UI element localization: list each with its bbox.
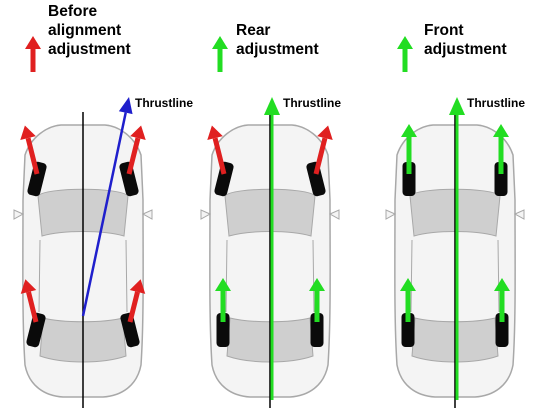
before-front-left-arrow-shaft — [25, 137, 40, 175]
rear-front-left-tire — [214, 161, 234, 197]
before-front-left-arrow-head — [20, 125, 36, 141]
front-rear-right-tire — [495, 313, 509, 347]
front-front-left-tire — [402, 162, 416, 196]
front-rear-left-tire — [401, 313, 415, 347]
before-front-right-tire — [119, 161, 139, 197]
front-front-left-arrow-head — [401, 124, 417, 137]
before-front-right-arrow — [126, 125, 146, 175]
rear-front-left-arrow-shaft — [212, 137, 227, 175]
before-rear-left-arrow-shaft — [26, 291, 39, 323]
front-front-right-arrow-head — [493, 124, 509, 137]
rear-thrust-arrow — [264, 97, 280, 400]
before-front-right-arrow-shaft — [126, 137, 141, 175]
front-heading-line-2: adjustment — [424, 41, 507, 58]
front-thrust-arrow-head — [449, 97, 465, 115]
rear-thrust-arrow-head — [264, 97, 280, 115]
before-heading-line-3: adjustment — [48, 41, 131, 58]
before-thrust-arrow-head — [118, 97, 133, 115]
front-rear-left-arrow-head — [400, 278, 416, 291]
before-rear-right-tire — [120, 312, 140, 348]
before-rear-right-arrow — [127, 279, 146, 323]
rear-door-lines — [225, 239, 315, 313]
before-thrustline-label: Thrustline — [135, 96, 194, 110]
before-front-right-arrow-head — [130, 125, 146, 141]
rear-legend-arrow-icon — [212, 36, 228, 72]
rear-heading-line-1: Rear — [236, 22, 271, 39]
front-door-lines — [410, 239, 500, 313]
before-legend-arrow-icon — [25, 36, 41, 72]
front-thrustline-label: Thrustline — [467, 96, 526, 110]
before-rear-right-arrow-head — [129, 279, 146, 294]
rear-legend-arrow-icon-head — [212, 36, 228, 49]
before-front-left-tire — [27, 161, 47, 197]
rear-rear-right-tire — [310, 313, 324, 347]
before-rear-left-arrow-head — [20, 279, 37, 294]
before-mirrors — [13, 209, 153, 220]
before-legend-arrow-icon-head — [25, 36, 41, 49]
front-rear-left-arrow — [400, 278, 416, 322]
before-rear-left-tire — [26, 312, 46, 348]
front-front-left-arrow — [401, 124, 417, 174]
before-heading-line-1: Before — [48, 3, 98, 20]
before-heading-line-2: alignment — [48, 22, 122, 39]
front-front-right-tire — [494, 162, 508, 196]
before-rear-right-arrow-shaft — [127, 291, 140, 323]
front-rear-right-arrow — [494, 278, 510, 322]
rear-front-right-tire — [306, 161, 326, 197]
rear-front-right-arrow-head — [317, 125, 333, 141]
rear-rear-right-arrow — [309, 278, 325, 322]
front-panel — [385, 36, 525, 408]
rear-rear-left-arrow — [215, 278, 231, 322]
rear-front-right-arrow-shaft — [313, 137, 328, 175]
rear-rear-left-arrow-head — [215, 278, 231, 291]
before-thrust-arrow — [81, 97, 133, 317]
rear-thrustline-label: Thrustline — [283, 96, 342, 110]
rear-rear-right-arrow-head — [309, 278, 325, 291]
front-heading-line-1: Front — [424, 22, 464, 39]
rear-front-right-arrow — [313, 125, 333, 175]
before-thrust-arrow-shaft — [81, 112, 127, 317]
before-rear-left-arrow — [20, 279, 39, 323]
rear-mirrors — [200, 209, 340, 220]
front-thrust-arrow — [449, 97, 465, 400]
rear-heading-line-2: adjustment — [236, 41, 319, 58]
before-front-left-arrow — [20, 125, 40, 175]
before-panel — [13, 36, 153, 408]
rear-front-left-arrow-head — [207, 125, 223, 141]
front-mirrors — [385, 209, 525, 220]
front-rear-right-arrow-head — [494, 278, 510, 291]
rear-front-left-arrow — [207, 125, 227, 175]
front-legend-arrow-icon — [397, 36, 413, 72]
rear-panel — [200, 36, 340, 408]
rear-rear-left-tire — [216, 313, 230, 347]
front-front-right-arrow — [493, 124, 509, 174]
before-door-lines — [38, 239, 128, 313]
front-legend-arrow-icon-head — [397, 36, 413, 49]
